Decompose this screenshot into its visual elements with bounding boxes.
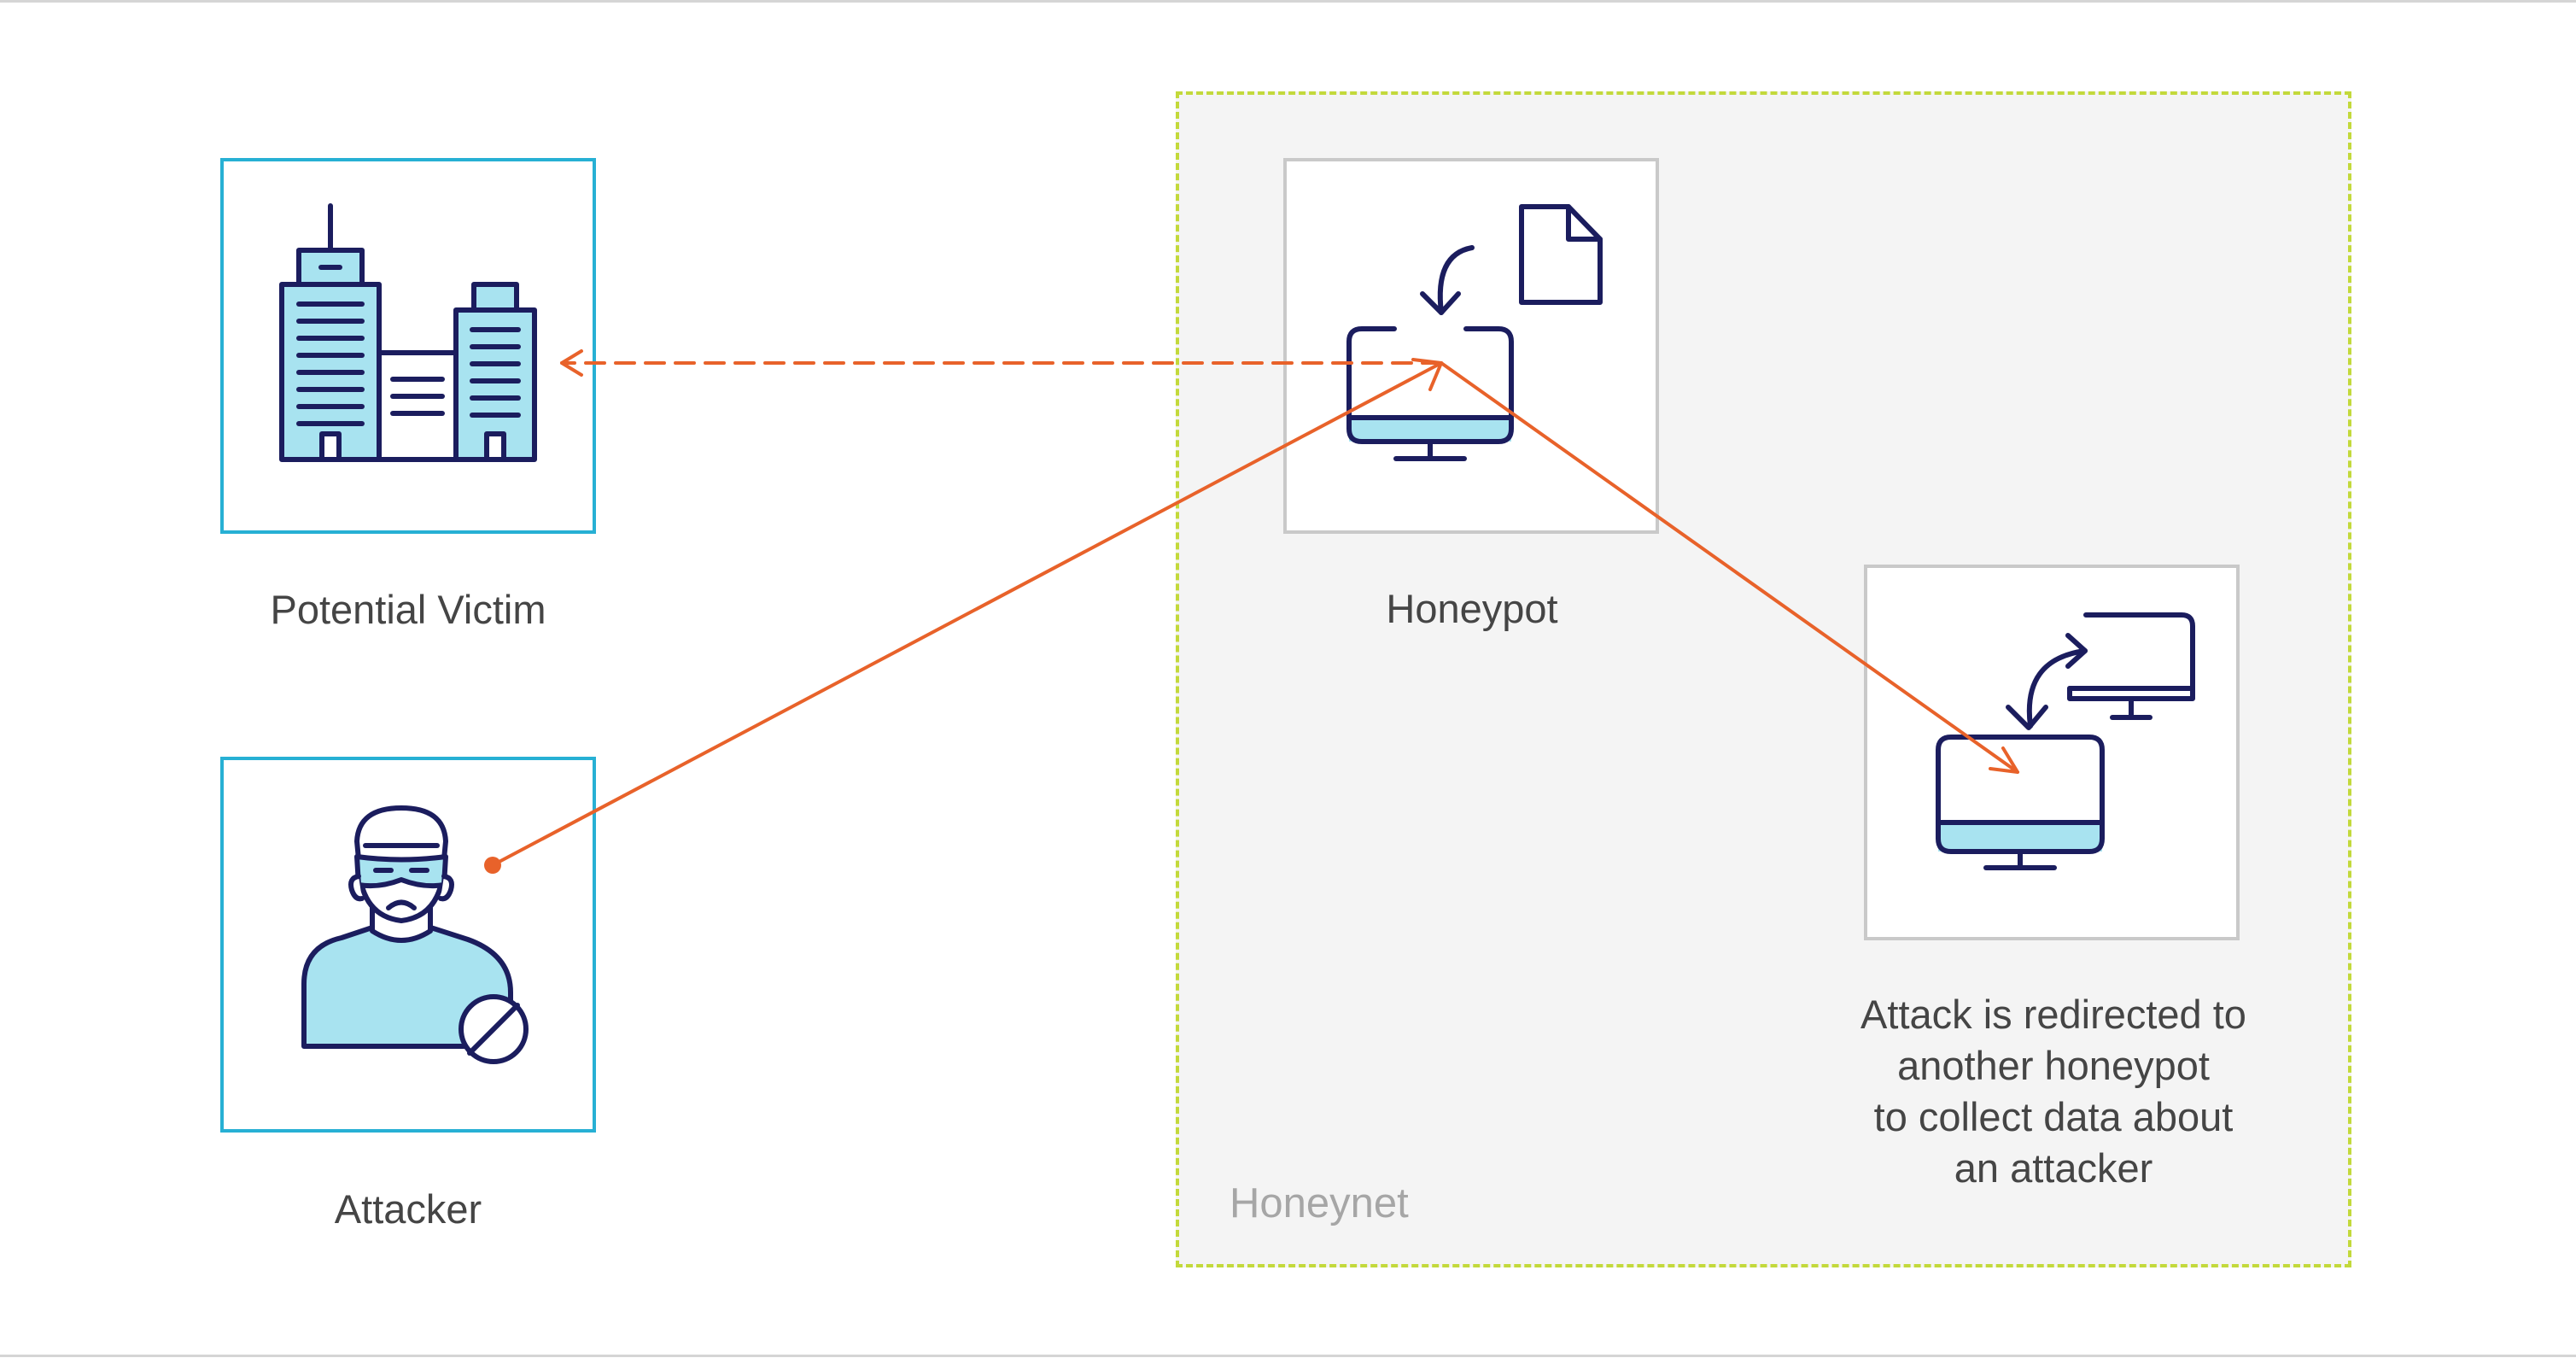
second-honeypot-label: Attack is redirected to another honeypot… (1785, 989, 2322, 1195)
potential-victim-label: Potential Victim (270, 587, 546, 632)
attacker-label: Attacker (334, 1186, 482, 1232)
edge-honeypot-to-second-honeypot (1440, 361, 2019, 774)
edge-honeypot-to-victim (560, 349, 1443, 377)
redirect-monitors-icon (1936, 612, 2195, 870)
top-border-line (0, 0, 2576, 3)
second-honeypot-label-line: Attack is redirected to (1860, 992, 2246, 1037)
second-honeypot-label-line: another honeypot (1897, 1043, 2210, 1089)
bottom-border-line (0, 1355, 2576, 1357)
honeypot-label: Honeypot (1386, 586, 1558, 631)
second-honeypot-box (1864, 565, 2240, 940)
monitor-with-document-icon (1346, 204, 1603, 461)
second-honeypot-label-line: an attacker (1954, 1145, 2153, 1191)
second-honeypot-label-line: to collect data about (1873, 1094, 2234, 1140)
honeynet-label: Honeynet (1230, 1180, 1409, 1226)
masked-attacker-icon (301, 805, 529, 1064)
office-buildings-icon (279, 203, 537, 462)
